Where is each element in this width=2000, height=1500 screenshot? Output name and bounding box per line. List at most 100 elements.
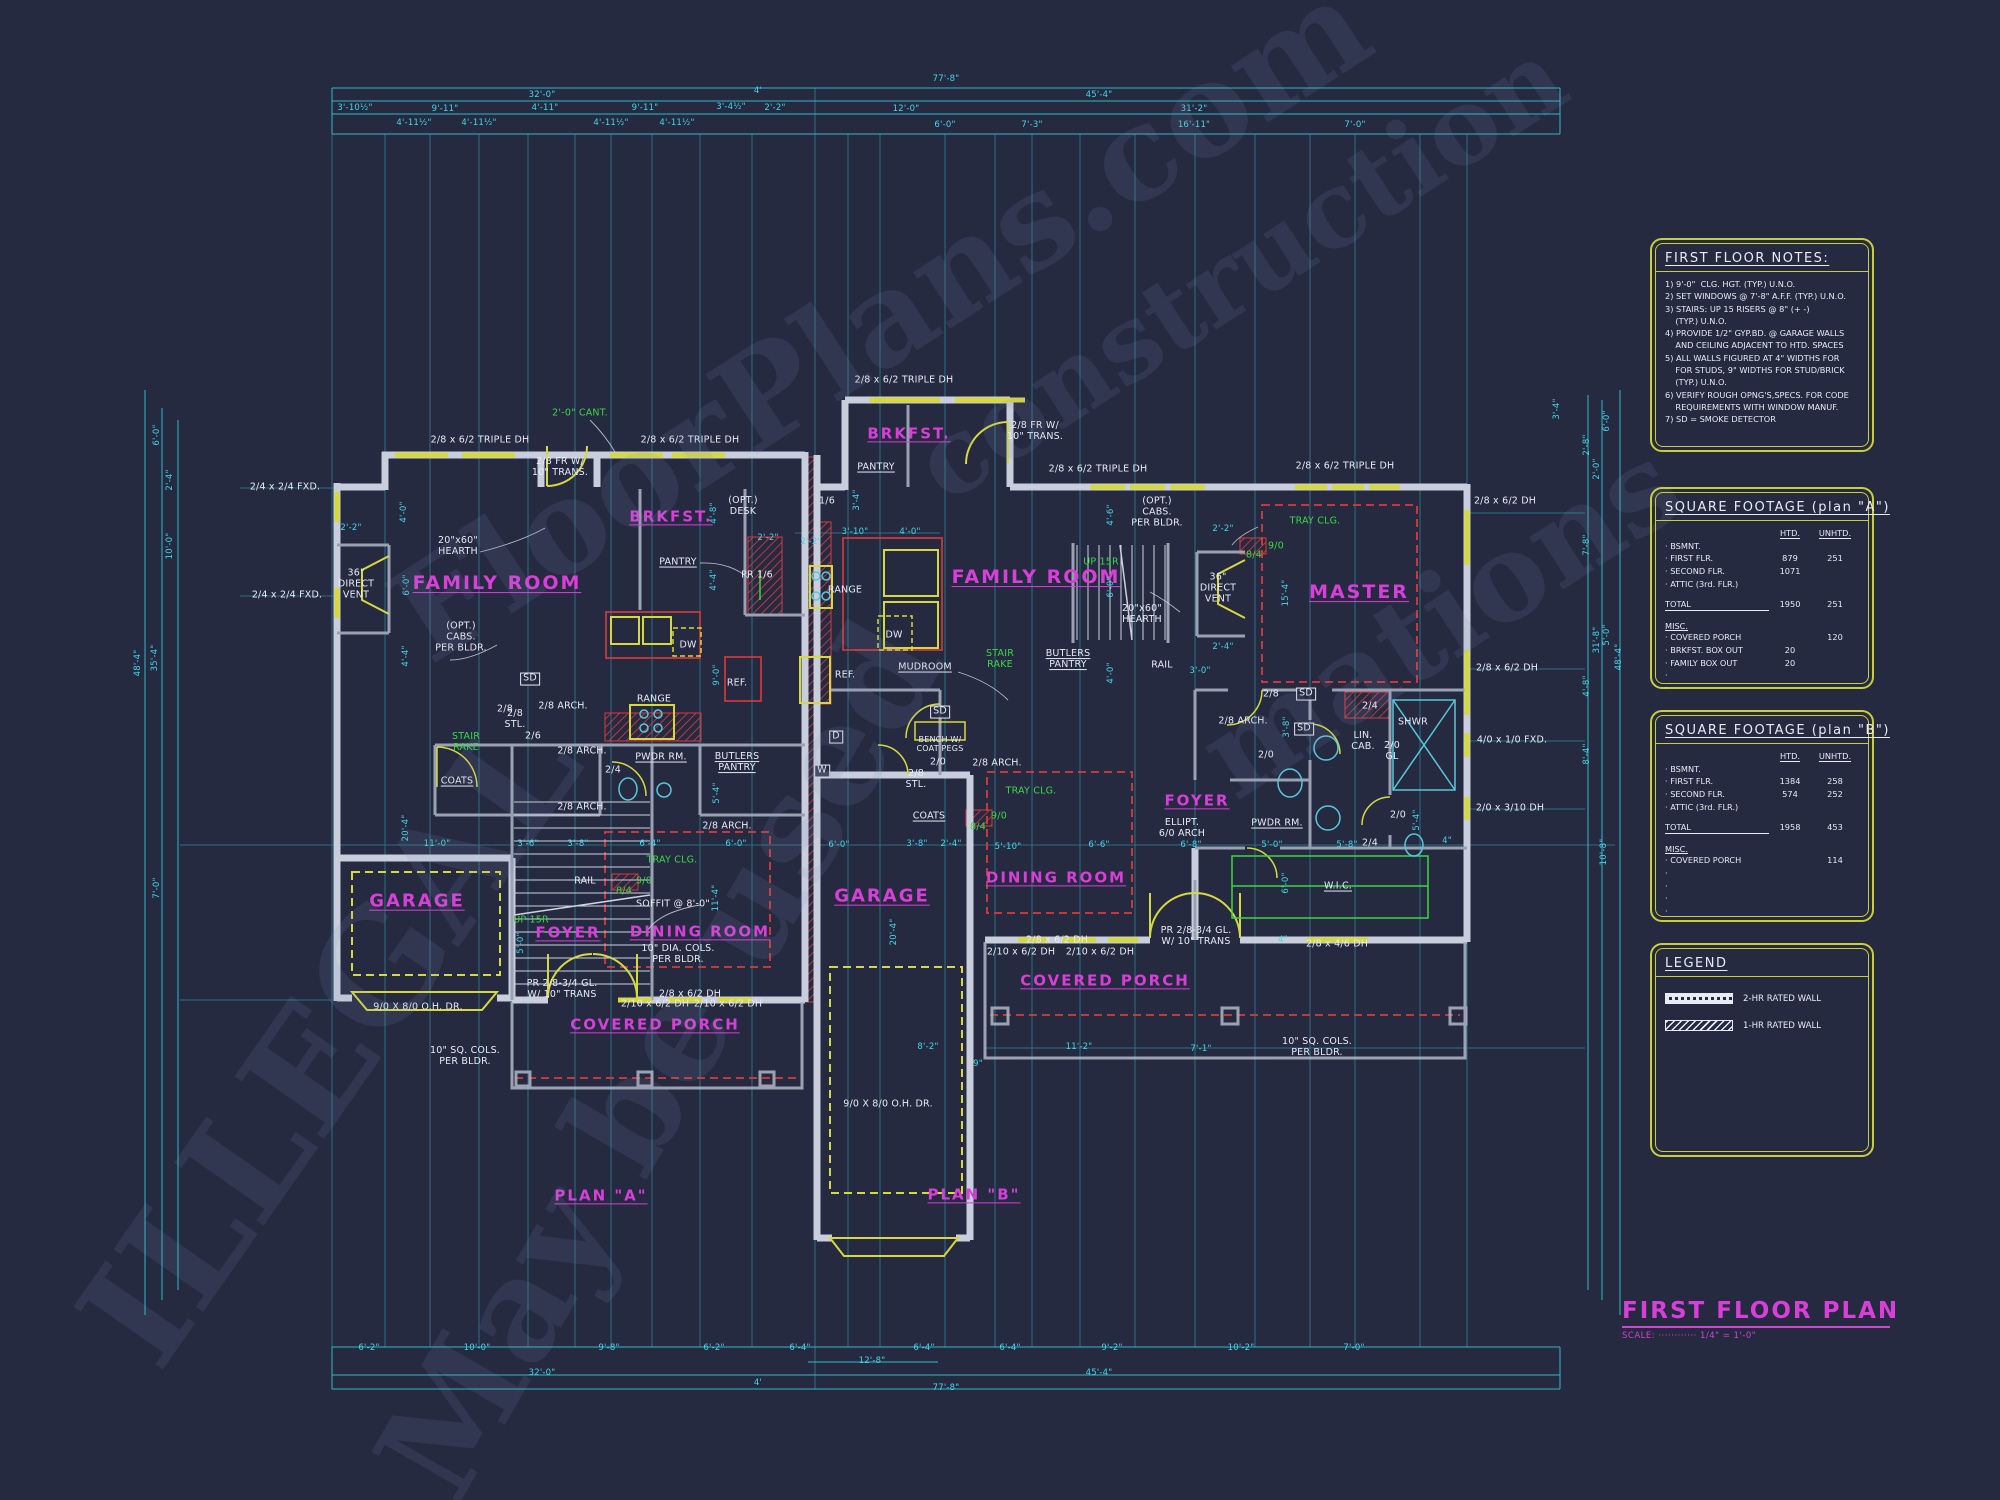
sqft-value bbox=[1811, 657, 1859, 670]
annotation: REF. bbox=[834, 669, 856, 681]
sqft-value bbox=[1769, 880, 1811, 893]
annotation: 2/8 x 6/2 TRIPLE DH bbox=[1295, 460, 1395, 472]
sqft-row-label: · bbox=[1665, 906, 1668, 917]
watermark: FloorPlans.com bbox=[363, 0, 1397, 693]
annotation: RAIL bbox=[574, 875, 596, 887]
dimension: 9'-2" bbox=[1101, 1343, 1123, 1354]
sqft-row-label: · BSMNT. bbox=[1665, 540, 1701, 551]
annotation: SD bbox=[1296, 687, 1316, 701]
annotation: 10" SQ. COLS. PER BLDR. bbox=[429, 1045, 501, 1067]
dimension: 9'-0" bbox=[712, 664, 723, 686]
annotation: PR 1/6 bbox=[741, 569, 773, 581]
sqft-value bbox=[1811, 578, 1859, 591]
dimension: 10'-0" bbox=[463, 1343, 491, 1354]
annotation: SD bbox=[930, 705, 950, 719]
note-line: FOR STUDS, 9" WIDTHS FOR STUD/BRICK bbox=[1665, 365, 1845, 376]
note-line: (TYP.) U.N.O. bbox=[1665, 377, 1727, 388]
annotation: DW bbox=[679, 639, 697, 651]
dimension: 4'-0" bbox=[899, 527, 921, 538]
annotation: 2/4 bbox=[605, 764, 621, 776]
note-line: (TYP.) U.N.O. bbox=[1665, 315, 1727, 326]
dimension: 7'-0" bbox=[1344, 120, 1366, 131]
dimension: 2'-2" bbox=[800, 537, 822, 548]
annotation: 2/8 bbox=[497, 703, 513, 715]
watermark: mations bbox=[1174, 413, 1706, 827]
sqft-value bbox=[1769, 867, 1811, 880]
annotation: BENCH W/ COAT PEGS bbox=[916, 734, 964, 753]
room-label: FAMILY ROOM bbox=[951, 566, 1121, 589]
divider bbox=[1656, 743, 1868, 744]
sqft-value: UNHTD. bbox=[1818, 528, 1852, 538]
dimension: 4'-11½" bbox=[461, 118, 497, 129]
sqft-value bbox=[1811, 801, 1859, 814]
annotation: 2/0 x 3/10 DH bbox=[1475, 802, 1545, 814]
dimension: 31'-2" bbox=[1180, 104, 1208, 115]
dimension: 6'-0" bbox=[934, 120, 956, 131]
annotation: 10" SQ. COLS. PER BLDR. bbox=[1281, 1036, 1353, 1058]
sqft-row: · BSMNT. bbox=[1665, 763, 1859, 776]
notes-title: FIRST FLOOR NOTES: bbox=[1665, 251, 1830, 266]
annotation: 20"x60" HEARTH bbox=[438, 535, 478, 557]
green-note: 9/0 bbox=[1268, 540, 1284, 552]
annotation: 2/4 x 2/4 FXD. bbox=[249, 481, 321, 493]
sqft-value: HTD. bbox=[1779, 528, 1801, 538]
dimension: 11'-2" bbox=[1065, 1042, 1093, 1053]
dimension: 48'-4" bbox=[133, 649, 144, 677]
dimension: 2'-2" bbox=[757, 533, 779, 544]
misc-label: MISC. bbox=[1665, 621, 1688, 632]
dimension: 4' bbox=[753, 1378, 763, 1389]
dimension: 4'-4" bbox=[709, 569, 720, 591]
room-label: BRKFST. bbox=[629, 507, 713, 526]
legend-item-label: 1-HR RATED WALL bbox=[1743, 1020, 1822, 1031]
sqft-value: 114 bbox=[1827, 855, 1843, 866]
sqft-row-label: · bbox=[1665, 880, 1668, 891]
dimension: 2'-4" bbox=[940, 839, 962, 850]
dimension: 35'-4" bbox=[150, 644, 161, 672]
dimension: 6'-0" bbox=[828, 840, 850, 851]
sqft-row-label: · SECOND FLR. bbox=[1665, 789, 1726, 800]
sqft-row-label: · bbox=[1665, 893, 1668, 904]
dimension: 2'-4" bbox=[165, 469, 176, 491]
dimension: 7'-3" bbox=[1021, 120, 1043, 131]
green-note: 2'-0" CANT. bbox=[552, 407, 608, 419]
sheet-title: FIRST FLOOR PLAN bbox=[1622, 1298, 1897, 1328]
annotation: SOFFIT @ 8'-0" bbox=[636, 898, 710, 910]
sqft-value bbox=[1811, 644, 1859, 657]
dimension: 3'-4½" bbox=[716, 102, 746, 113]
note-line: 2) SET WINDOWS @ 7'-8" A.F.F. (TYP.) U.N… bbox=[1665, 291, 1846, 302]
sqft-value: 453 bbox=[1827, 821, 1843, 832]
sqft-row: · bbox=[1665, 880, 1859, 893]
annotation: SD bbox=[1294, 722, 1314, 736]
annotation: 2/8 ARCH. bbox=[702, 820, 752, 832]
sqft-row-label: · ATTIC (3rd. FLR.) bbox=[1665, 801, 1739, 812]
square-footage-plan-b-panel: SQUARE FOOTAGE (plan "B") HTD.UNHTD.· BS… bbox=[1650, 710, 1888, 922]
dimension: 4'-11½" bbox=[396, 118, 432, 129]
dimension: 5'-8" bbox=[1336, 840, 1358, 851]
green-note: TRAY CLG. bbox=[1005, 785, 1057, 797]
legend-item: 1-HR RATED WALL bbox=[1665, 1020, 1859, 1031]
sqft-value bbox=[1769, 905, 1811, 918]
dimension: 2'-2" bbox=[1212, 524, 1234, 535]
dimension: 3'-0" bbox=[1189, 666, 1211, 677]
dimension: 31'-8" bbox=[1592, 626, 1603, 654]
annotation: 20"x60" HEARTH bbox=[1122, 603, 1162, 625]
sqft-value bbox=[1811, 763, 1859, 776]
annotation: 2/0 bbox=[1258, 749, 1274, 761]
dimension: 6'-0" bbox=[1106, 576, 1117, 598]
sqft-row-label: · FIRST FLR. bbox=[1665, 776, 1714, 787]
note-line: REQUIREMENTS WITH WINDOW MANUF. bbox=[1665, 401, 1839, 412]
sqft-row: · SECOND FLR.1071 bbox=[1665, 565, 1859, 578]
sqft-row: HTD. UNHTD. bbox=[1665, 527, 1859, 540]
legend-title: LEGEND bbox=[1665, 956, 1728, 971]
annotation: 2/4 bbox=[1362, 700, 1378, 712]
dimension: 16'-11" bbox=[1177, 120, 1211, 131]
room-label: FAMILY ROOM bbox=[412, 572, 582, 595]
room-label: FOYER bbox=[535, 923, 601, 942]
sqft-row-label: · SECOND FLR. bbox=[1665, 566, 1726, 577]
